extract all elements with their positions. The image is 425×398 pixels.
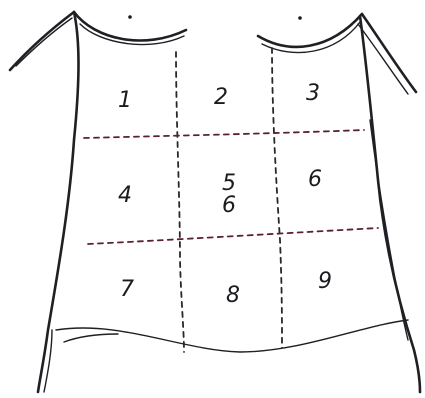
region-8-label: 8 <box>226 283 240 308</box>
region-labels: 1 2 3 4 5 6 6 7 8 9 <box>118 81 332 308</box>
region-4-label: 4 <box>118 183 132 208</box>
region-6-label: 6 <box>308 167 322 192</box>
grid-horizontal-bottom <box>88 228 378 244</box>
region-6-center-label: 6 <box>222 193 236 218</box>
region-7-label: 7 <box>120 277 134 302</box>
region-9-label: 9 <box>318 269 332 294</box>
neck-dot-left <box>128 15 132 19</box>
grid-vertical-right <box>272 48 282 348</box>
region-1-label: 1 <box>118 88 132 113</box>
grid-vertical-left <box>176 52 184 352</box>
neck-dot-right <box>298 16 302 20</box>
torso-outline <box>10 12 420 392</box>
region-3-label: 3 <box>306 81 320 106</box>
grid-horizontal-top <box>84 130 364 138</box>
region-2-label: 2 <box>214 85 228 110</box>
